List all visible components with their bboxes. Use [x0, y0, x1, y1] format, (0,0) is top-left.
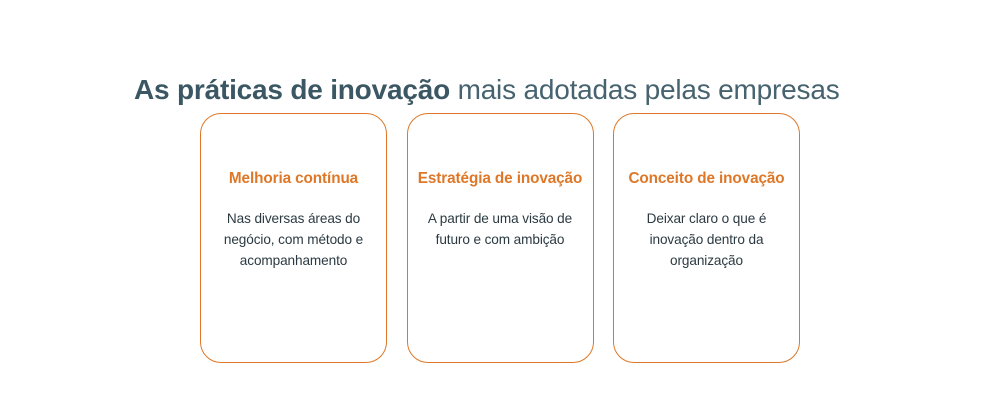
practice-card-estrategia-de-inovacao[interactable]: Estratégia de inovação A partir de uma v…: [406, 113, 594, 363]
practice-card-description: Nas diversas áreas do negócio, com métod…: [223, 211, 364, 268]
practice-card-title: Estratégia de inovação: [417, 170, 583, 187]
practice-card-title: Conceito de inovação: [628, 170, 785, 187]
practice-card-description: Deixar claro o que é inovação dentro da …: [646, 211, 767, 268]
practice-card-row: Melhoria contínua Nas diversas áreas do …: [200, 113, 800, 363]
practice-card-melhoria-continua[interactable]: Melhoria contínua Nas diversas áreas do …: [200, 113, 387, 363]
page-title-rest: mais adotadas pelas empresas: [449, 73, 840, 105]
page-title-emphasis: As práticas de inovação: [134, 73, 450, 105]
practice-card-title: Melhoria contínua: [228, 170, 359, 187]
practice-card-description: A partir de uma visão de futuro e com am…: [427, 211, 573, 247]
practice-card-conceito-de-inovacao[interactable]: Conceito de inovação Deixar claro o que …: [613, 113, 800, 363]
page-title: As práticas de inovação mais adotadas pe…: [134, 71, 894, 109]
